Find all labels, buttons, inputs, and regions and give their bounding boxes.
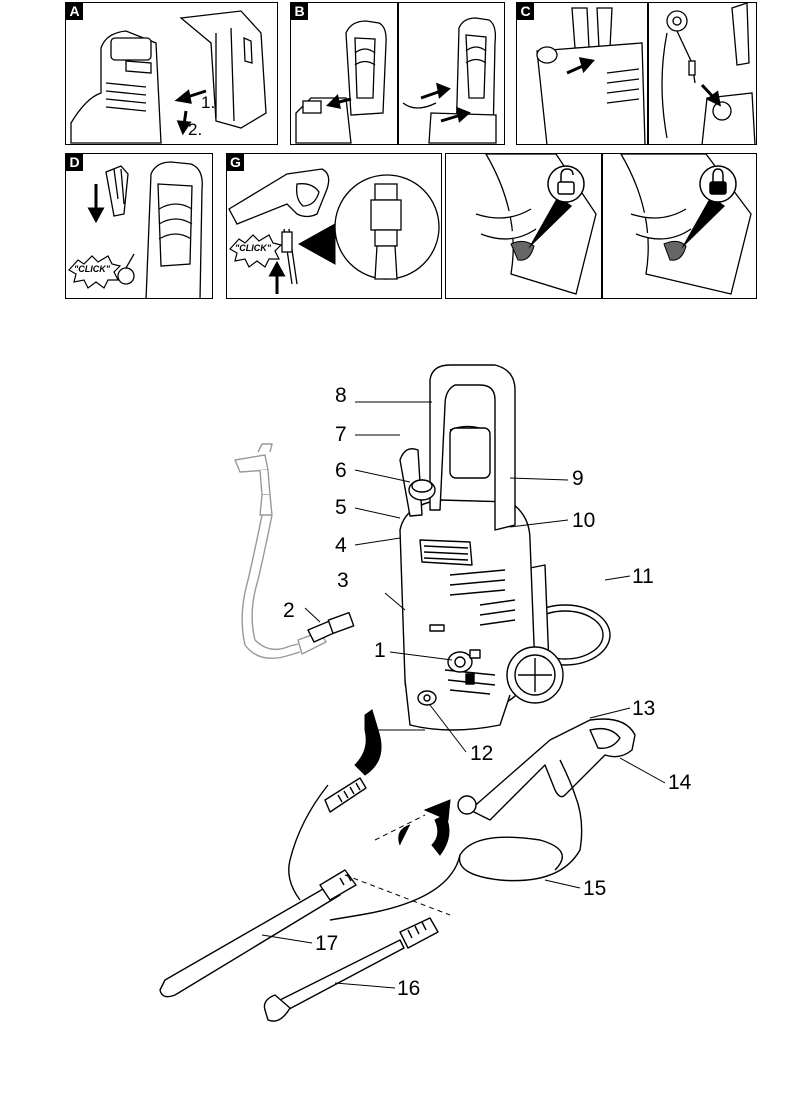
callout-12: 12	[470, 743, 493, 764]
callout-14: 14	[668, 772, 691, 793]
panel-b-illustration	[291, 3, 505, 145]
callout-6: 6	[335, 460, 347, 481]
panel-a-tag: A	[66, 3, 83, 20]
panel-a-illustration	[66, 3, 278, 145]
callout-3: 3	[337, 570, 349, 591]
panel-c-illustration	[517, 3, 757, 145]
step-2-label: 2.	[188, 120, 202, 140]
click-label-d: "CLICK"	[74, 264, 110, 274]
panel-g: G "CLICK"	[226, 153, 442, 299]
callout-2: 2	[283, 600, 295, 621]
panel-b: B	[290, 2, 505, 145]
panel-lock-illustration	[446, 154, 757, 299]
panel-d: D "CLICK"	[65, 153, 213, 299]
panel-c-tag: C	[517, 3, 534, 20]
callout-16: 16	[397, 978, 420, 999]
panel-g-illustration	[227, 154, 442, 299]
callout-13: 13	[632, 698, 655, 719]
callout-9: 9	[572, 468, 584, 489]
panel-g-tag: G	[227, 154, 244, 171]
callout-17: 17	[315, 933, 338, 954]
callout-5: 5	[335, 497, 347, 518]
callout-1: 1	[374, 640, 386, 661]
dirt-blaster-lance	[160, 885, 340, 997]
callout-15: 15	[583, 878, 606, 899]
panel-b-tag: B	[291, 3, 308, 20]
panel-c: C	[516, 2, 757, 145]
panel-trigger-lock	[445, 153, 757, 299]
water-tap-hose	[235, 444, 326, 658]
click-label-g: "CLICK"	[235, 243, 271, 253]
panel-d-illustration	[66, 154, 213, 299]
callout-4: 4	[335, 535, 347, 556]
panel-a: A 1. 2.	[65, 2, 278, 145]
panel-d-tag: D	[66, 154, 83, 171]
callout-7: 7	[335, 424, 347, 445]
callout-8: 8	[335, 385, 347, 406]
main-diagram	[0, 340, 801, 1040]
step-1-label: 1.	[201, 93, 215, 113]
locked-padlock-icon	[700, 166, 736, 202]
unlocked-padlock-icon	[548, 166, 584, 202]
callout-10: 10	[572, 510, 595, 531]
callout-11: 11	[632, 566, 654, 587]
